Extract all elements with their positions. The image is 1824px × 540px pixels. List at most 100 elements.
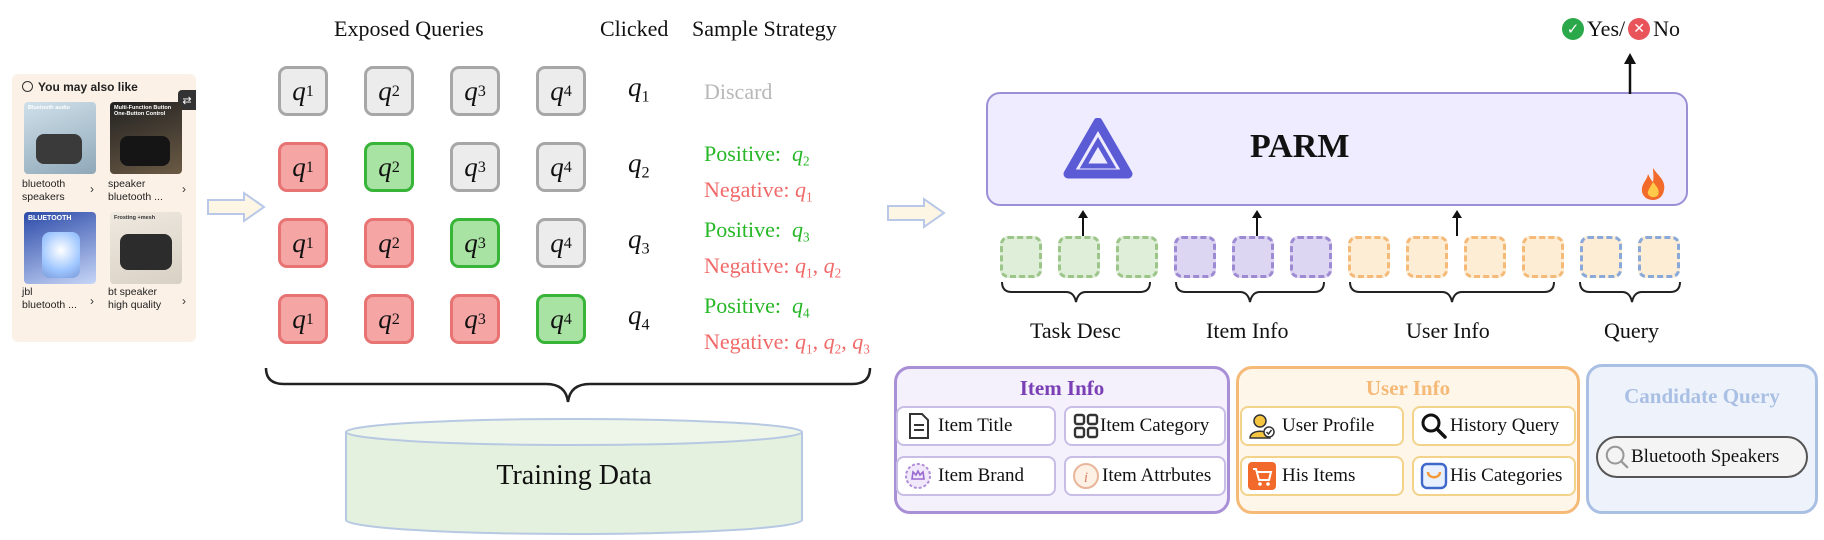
clicked-query: q1 (628, 72, 650, 106)
info-icon: i (1073, 463, 1099, 489)
speaker-image (36, 134, 82, 164)
chevron-right-icon[interactable]: › (182, 294, 186, 308)
sample-strategy-header: Sample Strategy (692, 16, 837, 41)
flow-arrow-icon (207, 191, 266, 223)
product-tile[interactable]: Frosting +mesh (110, 212, 182, 284)
item-info-panel-title: Item Info (1019, 376, 1105, 400)
up-arrow (1078, 210, 1088, 236)
item-info-label: Item Info (1206, 318, 1289, 343)
item-token (1174, 236, 1216, 278)
user-info-label: User Info (1406, 318, 1490, 343)
check-icon: ✓ (1562, 18, 1584, 40)
token-group-braces (1001, 281, 1681, 303)
user-profile-chip: User Profile (1240, 406, 1404, 446)
speaker-image (42, 232, 80, 278)
history-query-chip: History Query (1412, 406, 1576, 446)
chevron-right-icon[interactable]: › (182, 182, 186, 196)
card-header: You may also like (22, 80, 138, 94)
task-desc-label: Task Desc (1030, 318, 1121, 343)
document-icon (909, 413, 929, 439)
query-token (1638, 236, 1680, 278)
product-tile[interactable]: Bluetooth audio (24, 102, 96, 174)
item-token (1232, 236, 1274, 278)
recommendation-card: You may also like ⇄ Bluetooth audio blue… (12, 74, 196, 342)
task-token (1000, 236, 1042, 278)
up-arrow (1252, 210, 1262, 236)
candidate-query-chip: Bluetooth Speakers (1596, 436, 1808, 478)
clicked-query: q4 (628, 300, 650, 334)
category-bag-icon (1420, 462, 1448, 490)
cross-icon: ✕ (1628, 18, 1651, 40)
training-data-label: Training Data (496, 460, 652, 491)
item-token (1290, 236, 1332, 278)
training-data-cylinder (345, 418, 803, 535)
shopping-cart-icon (1248, 462, 1276, 490)
product-tile[interactable]: Multi-Function Button One-Button Control (110, 102, 182, 174)
up-arrow (1452, 210, 1462, 236)
item-brand-chip: Item Brand (896, 456, 1056, 496)
output-label: ✓ Yes/ ✕ No (1562, 16, 1680, 42)
user-token (1406, 236, 1448, 278)
category-grid-icon (1073, 413, 1099, 439)
speaker-image (120, 234, 172, 270)
item-attributes-chip: i Item Attrbutes (1064, 456, 1226, 496)
swap-icon[interactable]: ⇄ (178, 90, 196, 110)
user-info-panel-title: User Info (1365, 376, 1451, 400)
search-icon (22, 81, 33, 92)
search-icon (1421, 413, 1447, 439)
search-icon (1605, 445, 1629, 469)
output-arrow (1624, 53, 1636, 94)
speaker-image (120, 136, 170, 166)
chevron-right-icon[interactable]: › (90, 182, 94, 196)
clicked-query: q2 (628, 148, 650, 182)
item-category-chip: Item Category (1064, 406, 1226, 446)
his-categories-chip: His Categories (1412, 456, 1576, 496)
clicked-query: q3 (628, 224, 650, 258)
product-tile[interactable]: BLUETOOTH (24, 212, 96, 284)
svg-text:i: i (1084, 470, 1088, 486)
grid-brace (264, 367, 872, 403)
query-token (1580, 236, 1622, 278)
user-profile-icon (1249, 414, 1275, 439)
exposed-queries-header: Exposed Queries (334, 16, 484, 41)
user-token (1348, 236, 1390, 278)
candidate-query-title: Candidate Query (1624, 384, 1780, 408)
query-label: Query (1604, 318, 1659, 343)
his-items-chip: His Items (1240, 456, 1404, 496)
item-title-chip: Item Title (896, 406, 1056, 446)
model-logo-icon (1063, 118, 1133, 179)
flow-arrow-icon (887, 197, 946, 229)
task-token (1116, 236, 1158, 278)
brand-badge-icon (905, 463, 931, 489)
task-token (1058, 236, 1100, 278)
user-token (1522, 236, 1564, 278)
user-token (1464, 236, 1506, 278)
chevron-right-icon[interactable]: › (90, 294, 94, 308)
sample-strategy: Discard (704, 79, 773, 104)
fire-icon (1641, 168, 1665, 200)
parm-title: PARM (1250, 128, 1350, 165)
clicked-header: Clicked (600, 16, 669, 41)
